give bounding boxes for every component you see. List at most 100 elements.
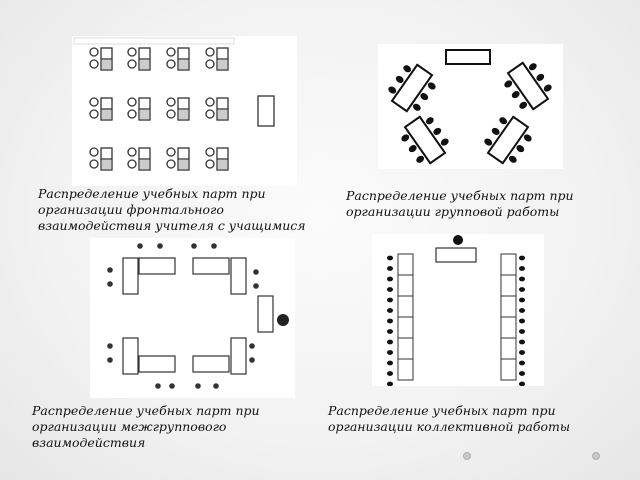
- teacher-desk: [435, 247, 477, 263]
- desk: [500, 253, 517, 276]
- desk: [500, 358, 517, 381]
- chair: [191, 243, 197, 249]
- chair: [401, 134, 410, 142]
- teacher-marker: [277, 314, 289, 326]
- chair: [519, 255, 525, 261]
- desk: [397, 358, 414, 381]
- group-table: [484, 115, 532, 165]
- collective-layout-diagram: [372, 234, 544, 386]
- chair: [519, 297, 525, 303]
- chair: [249, 343, 255, 349]
- chair: [511, 91, 520, 99]
- slide-nav-dot-left[interactable]: [463, 452, 471, 460]
- chair: [387, 308, 393, 313]
- chair: [107, 281, 113, 287]
- chair: [387, 329, 393, 334]
- chair: [416, 155, 425, 163]
- group-tables: [388, 61, 552, 165]
- chair: [387, 287, 393, 292]
- chair: [408, 145, 417, 153]
- desk: [397, 316, 414, 339]
- chair: [519, 329, 525, 334]
- chair: [433, 127, 442, 135]
- chair: [516, 145, 525, 153]
- student-desk: [127, 97, 151, 121]
- caption-intergroup: Распределение учебных парт при организац…: [32, 403, 260, 450]
- caption-frontal: Распределение учебных парт при организац…: [38, 186, 306, 233]
- chair: [395, 75, 404, 83]
- chair: [519, 266, 525, 271]
- student-desk: [205, 47, 229, 71]
- chair: [137, 243, 143, 249]
- chair: [387, 350, 393, 355]
- group-table: [388, 63, 436, 113]
- slide-nav-dot-right[interactable]: [592, 452, 600, 460]
- teacher-marker: [453, 235, 463, 245]
- chair: [387, 255, 393, 261]
- chair: [508, 155, 517, 163]
- group-table: [504, 61, 552, 111]
- chair: [519, 101, 528, 109]
- chair: [387, 381, 393, 386]
- chair: [107, 343, 113, 349]
- desk: [500, 274, 517, 297]
- chair: [253, 283, 259, 289]
- chair: [491, 127, 500, 135]
- chair: [536, 73, 545, 81]
- student-desk: [127, 47, 151, 71]
- chair: [195, 383, 201, 389]
- desk: [122, 257, 139, 295]
- desk: [230, 337, 247, 375]
- student-desk: [205, 147, 229, 171]
- chair: [543, 84, 552, 92]
- student-desk: [166, 97, 190, 121]
- desk: [397, 274, 414, 297]
- chair: [403, 65, 412, 73]
- caption-collective: Распределение учебных парт при организац…: [328, 403, 571, 434]
- student-desk: [205, 97, 229, 121]
- teacher-desk: [445, 49, 491, 65]
- chair: [107, 357, 113, 363]
- caption-group: Распределение учебных парт при организац…: [346, 188, 574, 219]
- collective-desks: [387, 235, 525, 386]
- student-desk: [89, 147, 113, 171]
- group-table: [401, 115, 449, 165]
- desk: [138, 355, 176, 373]
- chair: [107, 267, 113, 273]
- desk: [397, 295, 414, 318]
- chair: [253, 269, 259, 275]
- chair: [425, 117, 434, 125]
- chair: [519, 287, 525, 292]
- chair: [484, 138, 493, 146]
- chair: [519, 318, 525, 324]
- chair: [387, 276, 393, 282]
- chair: [157, 243, 163, 249]
- frontal-layout-diagram: [72, 36, 297, 186]
- chair: [519, 350, 525, 355]
- chair: [519, 308, 525, 313]
- frontal-desk-grid: [89, 47, 229, 171]
- student-desk: [89, 97, 113, 121]
- chair: [504, 80, 513, 88]
- chair: [387, 266, 393, 271]
- chair: [387, 318, 393, 324]
- chair: [169, 383, 175, 389]
- chair: [519, 339, 525, 345]
- chair: [155, 383, 161, 389]
- chair: [387, 371, 393, 376]
- desk: [230, 257, 247, 295]
- desk: [397, 253, 414, 276]
- group-layout-diagram: [378, 44, 563, 169]
- desk: [500, 316, 517, 339]
- chair: [519, 381, 525, 386]
- student-desk: [89, 47, 113, 71]
- chair: [388, 86, 397, 94]
- desk: [192, 355, 230, 373]
- chair: [211, 243, 217, 249]
- chair: [528, 63, 537, 71]
- chair: [427, 82, 436, 90]
- chair: [387, 297, 393, 303]
- desk: [122, 337, 139, 375]
- desk: [500, 295, 517, 318]
- chair: [519, 276, 525, 282]
